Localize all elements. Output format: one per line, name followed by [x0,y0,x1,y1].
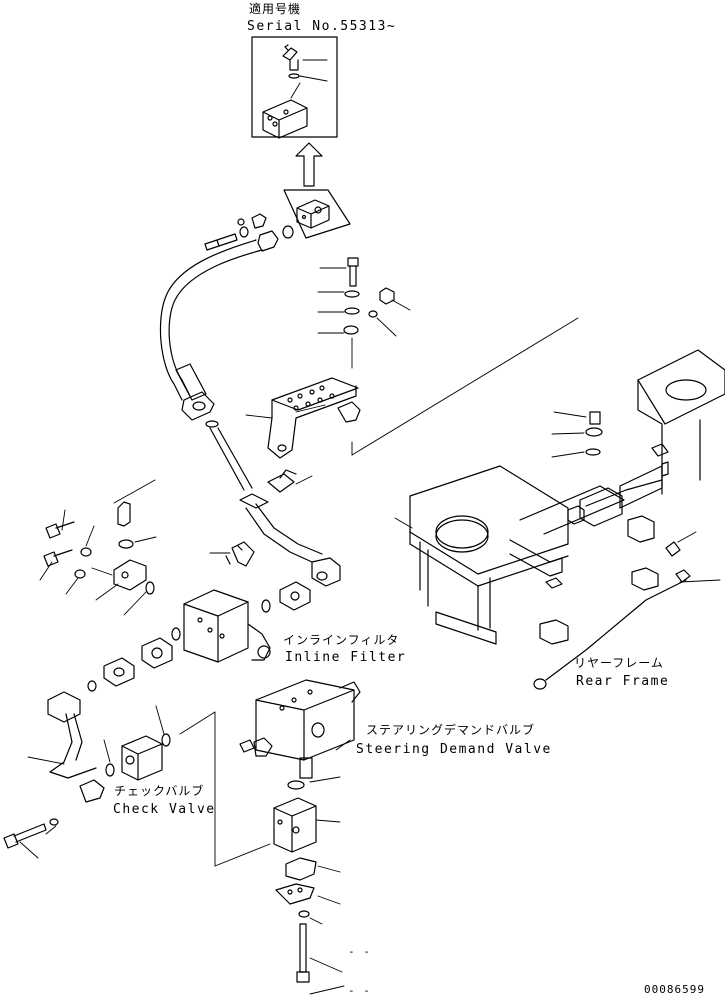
up-arrow [295,142,323,187]
long-bolt [296,923,345,995]
check-valve-assembly [3,691,171,859]
steering-valve-label-en: Steering Demand Valve [356,742,552,757]
lower-clamps [275,857,341,925]
bolt-washer-stack [317,257,411,369]
lower-valve-block [273,797,341,853]
frame-fastener-stack [551,411,603,458]
filter-inlet-flanges [87,637,173,692]
hose-bracket [245,377,361,459]
inline-filter-label-jp: インラインフィルタ [283,633,399,647]
steering-demand-valve [239,679,361,790]
tube-clamp [209,469,313,567]
check-valve-label-en: Check Valve [113,802,216,817]
flange-block-callout [283,189,351,239]
inset-valve-block [262,82,308,139]
rear-frame [351,317,725,690]
rear-frame-label-en: Rear Frame [576,674,669,689]
steering-valve-label-jp: ステアリングデマンドバルブ [366,722,535,737]
left-fittings [39,479,157,616]
hydraulic-hose [159,239,263,428]
check-valve-label-jp: チェックバルブ [114,783,204,798]
serial-note-text: Serial No.55313~ [247,19,396,34]
inline-filter-label-en: Inline Filter [285,650,406,665]
hose-top-fittings [204,213,294,252]
stub-label-b: - - [348,984,371,997]
leader-line-steering [179,711,216,735]
inset-elbow-fitting [282,44,328,82]
rear-frame-label-jp: リヤーフレーム [574,656,664,670]
inline-filter [171,589,271,663]
stub-label-a: - - [348,945,371,958]
steel-tube [209,427,341,587]
flange-plate [279,581,311,611]
inset-box [251,36,338,138]
drawing-number: 00086599 [644,983,705,996]
serial-note-jp: 適用号機 [249,1,301,16]
